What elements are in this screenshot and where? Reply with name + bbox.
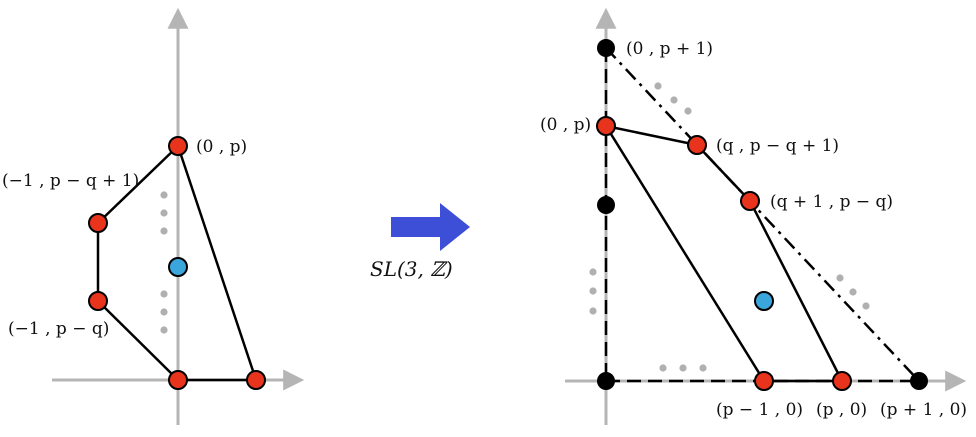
right-label-p: (p , 0) — [816, 400, 867, 420]
left-ellipsis-dots-upper — [160, 191, 168, 235]
right-arrow-icon — [391, 203, 470, 251]
right-label-pp1: (p + 1 , 0) — [880, 400, 967, 420]
left-label-upper-left: (−1 , p − q + 1) — [2, 171, 139, 191]
left-point-lower-left — [88, 291, 108, 311]
right-label-q1: (q + 1 , p − q) — [770, 192, 893, 212]
right-point-q — [687, 135, 707, 155]
left-ellipsis-dots-lower — [160, 290, 168, 334]
right-point-p — [832, 371, 852, 391]
left-point-top — [168, 136, 188, 156]
right-diagram: (0 , p + 1) (0 , p) (q , p − q + 1) (q +… — [540, 7, 967, 425]
right-point-pm1 — [754, 371, 774, 391]
right-ellipsis-dots-axis — [589, 268, 597, 315]
left-point-upper-left — [88, 213, 108, 233]
transform-arrow: SL(3, ℤ) — [370, 203, 470, 281]
edge-left-to-pm1 — [604, 125, 766, 382]
right-ellipsis-dots-hypotenuse-top — [654, 82, 692, 115]
right-label-top: (0 , p + 1) — [626, 39, 713, 59]
right-point-origin-black — [597, 372, 615, 390]
dashdot-hypotenuse — [605, 47, 920, 382]
left-polygon — [96, 143, 258, 382]
left-diagram: (0 , p) (−1 , p − q + 1) (−1 , p − q) — [2, 7, 305, 425]
right-ellipsis-dots-bottom — [659, 364, 707, 372]
edge-left-to-q — [605, 124, 698, 147]
left-interior-point — [168, 257, 188, 277]
right-point-pp1-black — [910, 372, 928, 390]
right-point-axis-black — [597, 196, 615, 214]
right-interior-point — [754, 291, 774, 311]
right-label-q: (q , p − q + 1) — [716, 136, 839, 156]
edge-q1-to-p — [748, 200, 844, 382]
right-label-left: (0 , p) — [540, 115, 591, 135]
left-point-origin — [168, 370, 188, 390]
right-point-left — [596, 116, 616, 136]
edge-q-to-q1 — [696, 144, 751, 202]
right-ellipsis-dots-hypotenuse-bottom — [836, 274, 870, 310]
left-point-right — [246, 370, 266, 390]
left-label-top: (0 , p) — [196, 137, 247, 157]
map-label: SL(3, ℤ) — [370, 257, 453, 281]
right-point-top-black — [597, 39, 615, 57]
left-label-lower-left: (−1 , p − q) — [8, 319, 109, 339]
right-label-pm1: (p − 1 , 0) — [716, 400, 803, 420]
right-point-q1 — [740, 191, 760, 211]
